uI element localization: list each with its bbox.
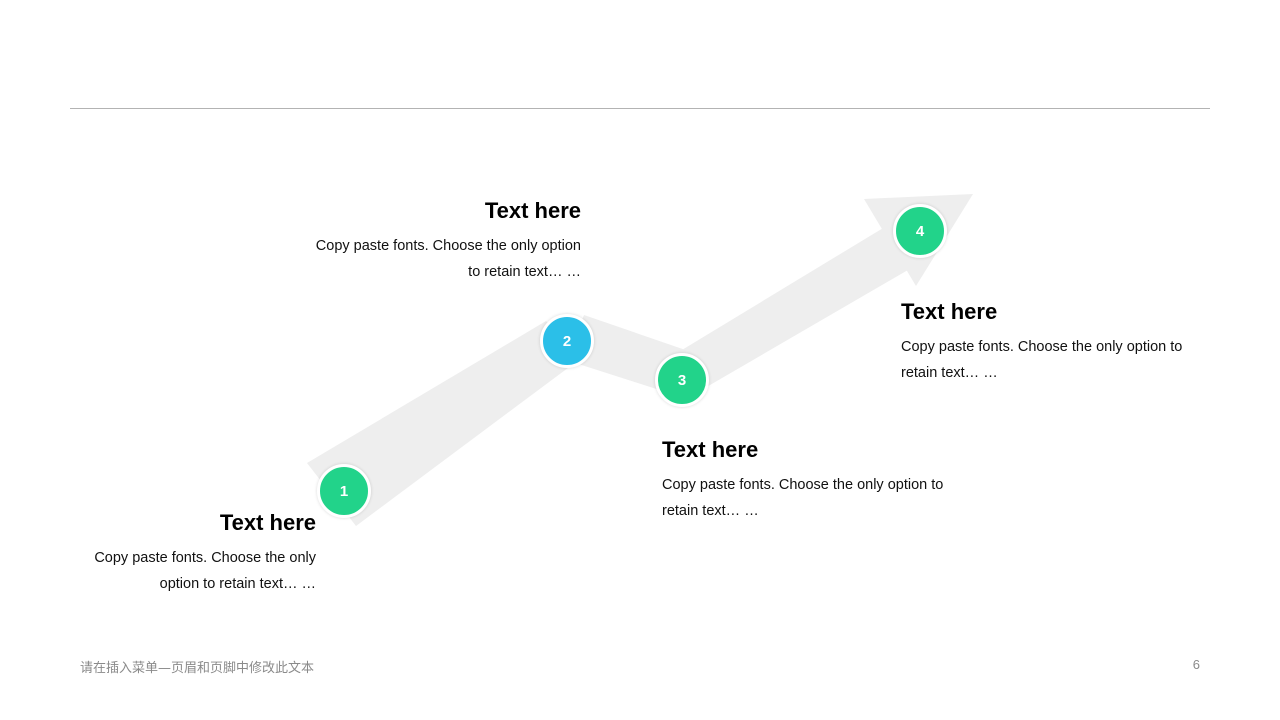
step-3-number: 3 [677, 371, 687, 389]
page-number: 6 [1192, 657, 1200, 672]
step-4-text-line1: Copy paste fonts. Choose the only option… [901, 339, 1183, 355]
step-1-text-line2: option to retain text… … [159, 576, 316, 592]
step-2-number: 2 [562, 332, 572, 350]
arrow-segment-3 [672, 222, 920, 392]
step-4-text-block: Text here Copy paste fonts. Choose the o… [901, 299, 1191, 386]
step-2-description: Copy paste fonts. Choose the only option… [291, 233, 581, 285]
arrow-segment-1 [307, 321, 584, 526]
step-2-text-line2: to retain text… … [468, 264, 581, 280]
step-2-title: Text here [484, 198, 581, 223]
step-4-number: 4 [915, 222, 925, 240]
step-1-title: Text here [219, 510, 316, 535]
step-4-badge: 4 [893, 204, 947, 258]
header-divider [70, 108, 1210, 109]
step-3-title: Text here [662, 437, 759, 462]
step-2-text-block: Text here Copy paste fonts. Choose the o… [291, 198, 581, 285]
step-1-text-block: Text here Copy paste fonts. Choose the o… [26, 510, 316, 597]
step-3-badge: 3 [655, 353, 709, 407]
step-3-description: Copy paste fonts. Choose the only option… [662, 472, 952, 524]
step-1-badge: 1 [317, 464, 371, 518]
step-4-title: Text here [901, 299, 998, 324]
step-4-text-line2: retain text… … [901, 365, 998, 381]
step-2-badge: 2 [540, 314, 594, 368]
step-1-text-line1: Copy paste fonts. Choose the only [94, 550, 316, 566]
step-4-description: Copy paste fonts. Choose the only option… [901, 334, 1191, 386]
footer-note: 请在插入菜单—页眉和页脚中修改此文本 [80, 661, 315, 676]
step-3-text-line1: Copy paste fonts. Choose the only option… [662, 477, 944, 493]
step-1-description: Copy paste fonts. Choose the only option… [26, 545, 316, 597]
step-1-number: 1 [339, 482, 349, 500]
step-2-text-line1: Copy paste fonts. Choose the only option [315, 238, 581, 254]
step-3-text-line2: retain text… … [662, 503, 759, 519]
step-3-text-block: Text here Copy paste fonts. Choose the o… [662, 437, 952, 524]
